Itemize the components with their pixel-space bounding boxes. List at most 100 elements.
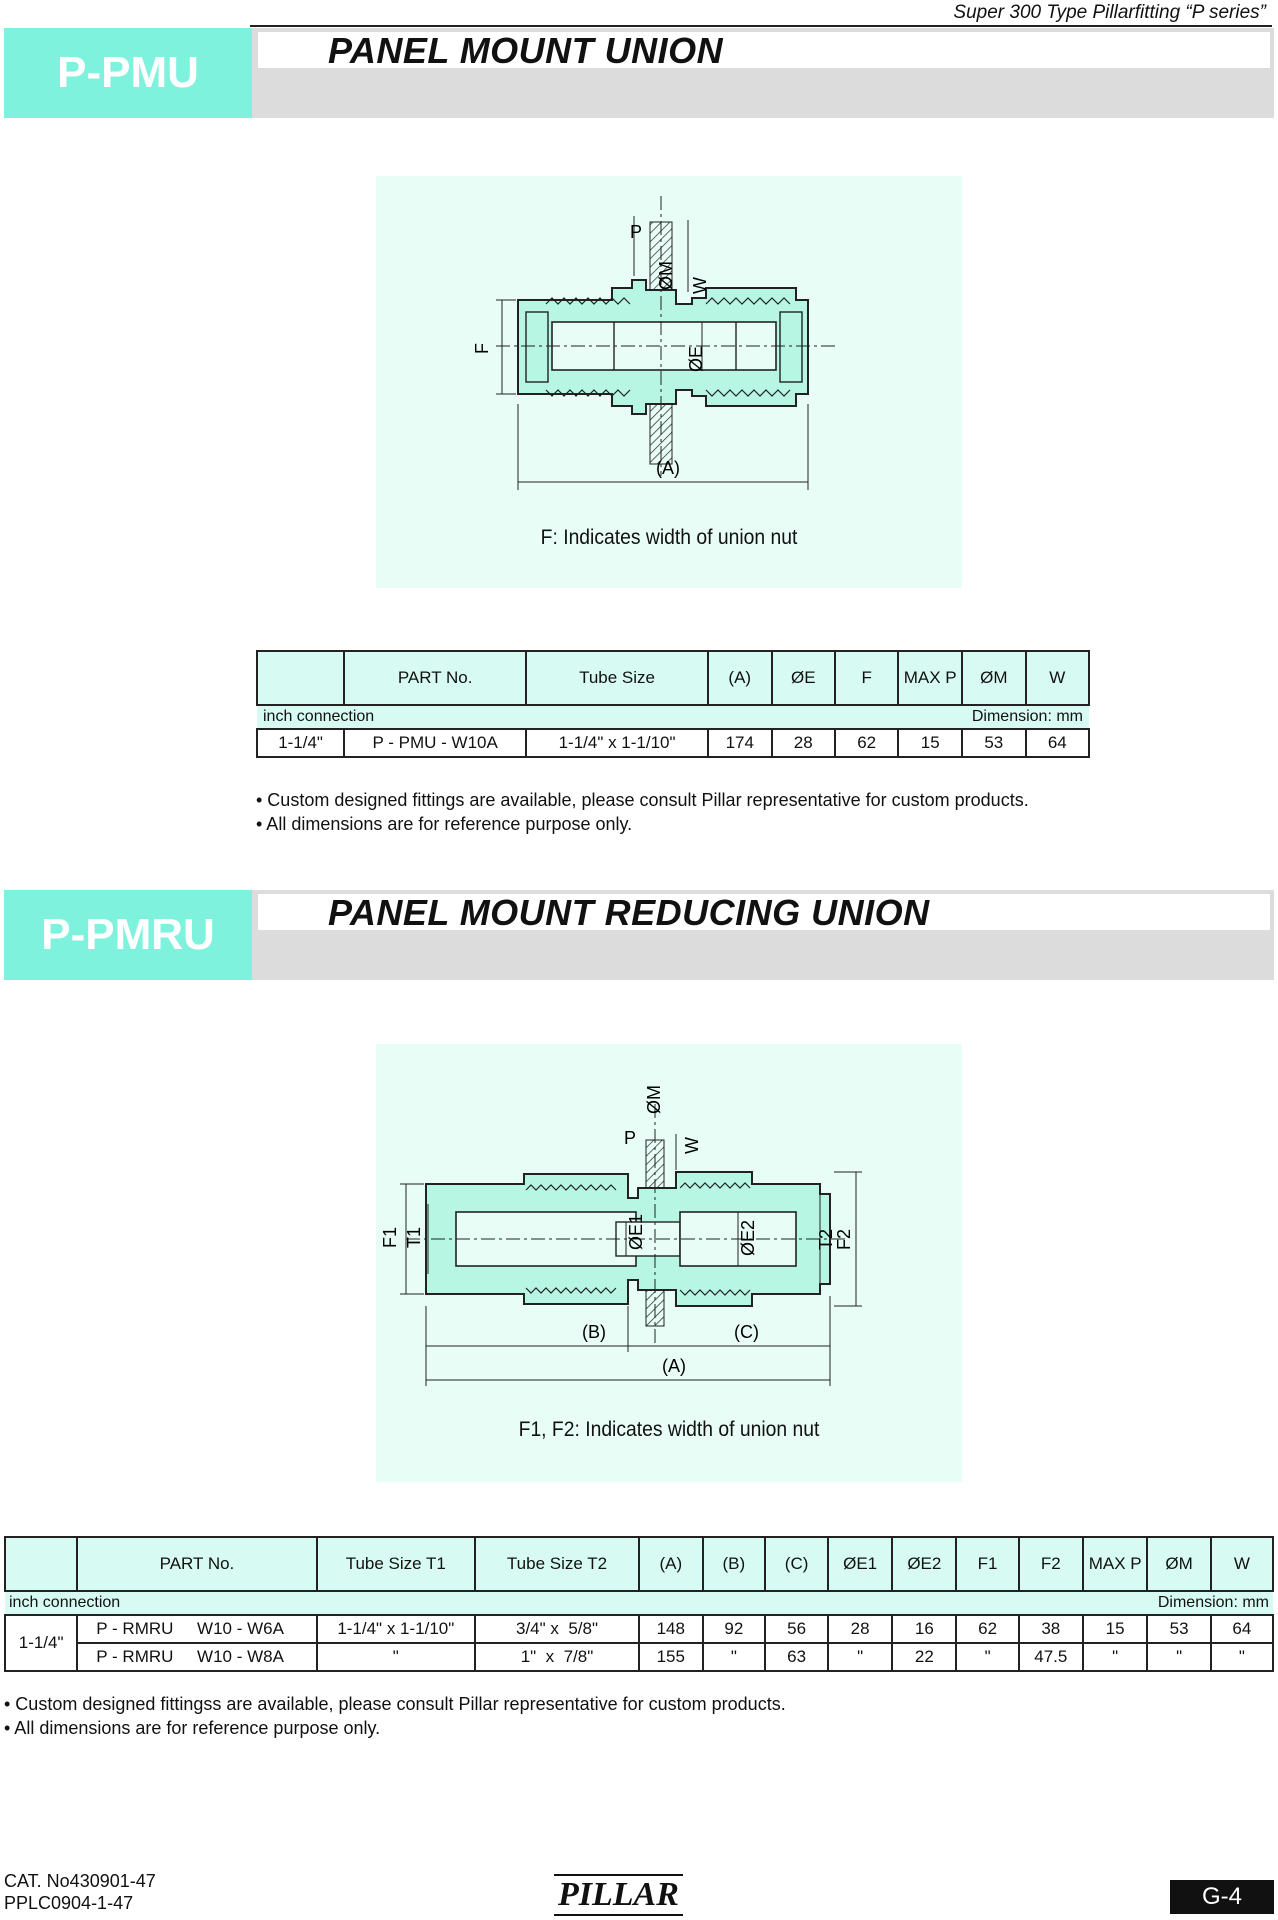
table-row: 1-1/4" P - RMRU W10 - W6A 1-1/4" x 1-1/1… (3, 1614, 1275, 1672)
section2-code-box: P-PMRU (4, 890, 252, 980)
section2-title: PANEL MOUNT REDUCING UNION (328, 892, 930, 933)
header-cell: Tube Size T1 (315, 1536, 476, 1592)
dim-a-label: (A) (662, 1356, 686, 1376)
header-cell (255, 650, 346, 706)
header-rule (250, 25, 1272, 27)
section2-spec-table: PART No. Tube Size T1 Tube Size T2 (A) (… (3, 1536, 1275, 1672)
header-cell: W (1024, 650, 1091, 706)
header-cell: Tube Size T2 (473, 1536, 641, 1592)
table-cell: 28 (770, 728, 836, 758)
section2-code: P-PMRU (41, 910, 215, 959)
table-cell: 47.5 (1017, 1642, 1084, 1672)
table-cell: " (315, 1642, 476, 1672)
table-cell: 64 (1024, 728, 1091, 758)
table-cell: " (1209, 1642, 1275, 1672)
dim-f2-label: F2 (834, 1229, 854, 1250)
panel-mount-reducing-union-drawing: F1 T1 ØE1 ØE2 T2 F2 P ØM W (B) (C) (A) (380, 1085, 862, 1386)
document-number: PPLC0904-1-47 (4, 1893, 134, 1913)
dim-c-label: (C) (734, 1322, 759, 1342)
table-cell: 155 (638, 1642, 704, 1672)
table-cell: 3/4" x 5/8" (473, 1614, 641, 1644)
dimension-label: Dimension: mm (834, 704, 1089, 730)
table-cell: 53 (1146, 1614, 1212, 1644)
table-cell: 174 (706, 728, 773, 758)
table-cell: " (827, 1642, 894, 1672)
page-number: G-4 (1201, 1883, 1242, 1910)
table-cell: " (1146, 1642, 1212, 1672)
size-cell: 1-1/4" (3, 1614, 79, 1672)
table-header-row: PART No. Tube Size (A) ØE F MAX P ØM W (255, 650, 1091, 706)
panel-mount-union-drawing: F ØE P ØM W (A) (472, 196, 836, 490)
section1-diagram: F ØE P ØM W (A) (376, 176, 962, 588)
table-cell: 15 (1081, 1614, 1149, 1644)
connection-label: inch connection (5, 1590, 829, 1616)
table-cell: 1-1/4" (255, 728, 346, 758)
table-cell: P - RMRU W10 - W8A (76, 1642, 318, 1672)
table-cell: 148 (638, 1614, 704, 1644)
note-line: • Custom designed fittings are available… (256, 790, 1029, 810)
dimension-label: Dimension: mm (828, 1590, 1273, 1616)
header-cell (3, 1536, 79, 1592)
table-cell: " (955, 1642, 1020, 1672)
table-cell: 62 (833, 728, 900, 758)
table-row: P - RMRU W10 - W8A " 1" x 7/8" 155 " 63 … (5, 1642, 1275, 1672)
section1-title-area (258, 32, 1270, 68)
table-cell: 1" x 7/8" (473, 1642, 641, 1672)
table-cell: 62 (955, 1614, 1020, 1644)
header-cell: ØM (961, 650, 1027, 706)
dim-b-label: (B) (582, 1322, 606, 1342)
dim-t1-label: T1 (404, 1227, 424, 1248)
section1-title: PANEL MOUNT UNION (328, 30, 724, 71)
section1-notes: • Custom designed fittings are available… (256, 788, 1029, 836)
table-subheader-row: inch connection Dimension: mm (5, 1590, 1273, 1616)
table-cell: 38 (1017, 1614, 1084, 1644)
page-number-box: G-4 (1170, 1880, 1274, 1914)
footer-doc-numbers: CAT. No430901-47 PPLC0904-1-47 (4, 1870, 156, 1914)
note-line: • All dimensions are for reference purpo… (256, 814, 633, 834)
dim-p-label: P (630, 222, 642, 242)
header-cell: MAX P (1081, 1536, 1149, 1592)
connection-label: inch connection (257, 704, 835, 730)
header-cell: F1 (955, 1536, 1020, 1592)
section1-spec-table: PART No. Tube Size (A) ØE F MAX P ØM W i… (255, 650, 1091, 758)
table-cell: P - PMU - W10A (343, 728, 528, 758)
header-cell: MAX P (897, 650, 964, 706)
dim-t2-label: T2 (816, 1229, 836, 1250)
header-cell: (A) (638, 1536, 704, 1592)
section2-title-area (258, 894, 1270, 930)
table-cell: 1-1/4" x 1-1/10" (525, 728, 709, 758)
header-cell: W (1209, 1536, 1275, 1592)
table-cell: 56 (764, 1614, 830, 1644)
table-cell: 22 (891, 1642, 958, 1672)
table-cell: " (1081, 1642, 1149, 1672)
dim-e-label: ØE (686, 346, 706, 372)
section2-notes: • Custom designed fittingss are availabl… (4, 1692, 786, 1740)
note-line: • Custom designed fittingss are availabl… (4, 1694, 786, 1714)
table-cell: 64 (1209, 1614, 1275, 1644)
table-cell: 28 (827, 1614, 894, 1644)
note-line: • All dimensions are for reference purpo… (4, 1718, 381, 1738)
section2-caption: F1, F2: Indicates width of union nut (518, 1418, 820, 1441)
table-row: 1-1/4" P - PMU - W10A 1-1/4" x 1-1/10" 1… (255, 728, 1091, 758)
table-cell: 1-1/4" x 1-1/10" (315, 1614, 476, 1644)
header-cell: ØE1 (827, 1536, 894, 1592)
header-cell: ØE (770, 650, 836, 706)
table-cell: " (701, 1642, 767, 1672)
dim-f1-label: F1 (380, 1227, 400, 1248)
section1-code-box: P-PMU (4, 28, 252, 118)
catalog-number: CAT. No430901-47 (4, 1871, 156, 1891)
header-cell: ØE2 (891, 1536, 958, 1592)
dim-m-label: ØM (644, 1085, 664, 1114)
table-cell: P - RMRU W10 - W6A (76, 1614, 318, 1644)
table-cell: 15 (897, 728, 964, 758)
dim-f-label: F (472, 343, 492, 354)
header-cell: PART No. (343, 650, 528, 706)
section1-caption: F: Indicates width of union nut (540, 526, 798, 549)
series-title: Super 300 Type Pillarfitting “P series” (953, 2, 1266, 23)
table-cell: 16 (891, 1614, 958, 1644)
header-cell: (A) (706, 650, 773, 706)
dim-a-label: (A) (656, 458, 680, 478)
header-cell: ØM (1146, 1536, 1212, 1592)
header-cell: F2 (1017, 1536, 1084, 1592)
dim-e1-label: ØE1 (626, 1214, 646, 1250)
